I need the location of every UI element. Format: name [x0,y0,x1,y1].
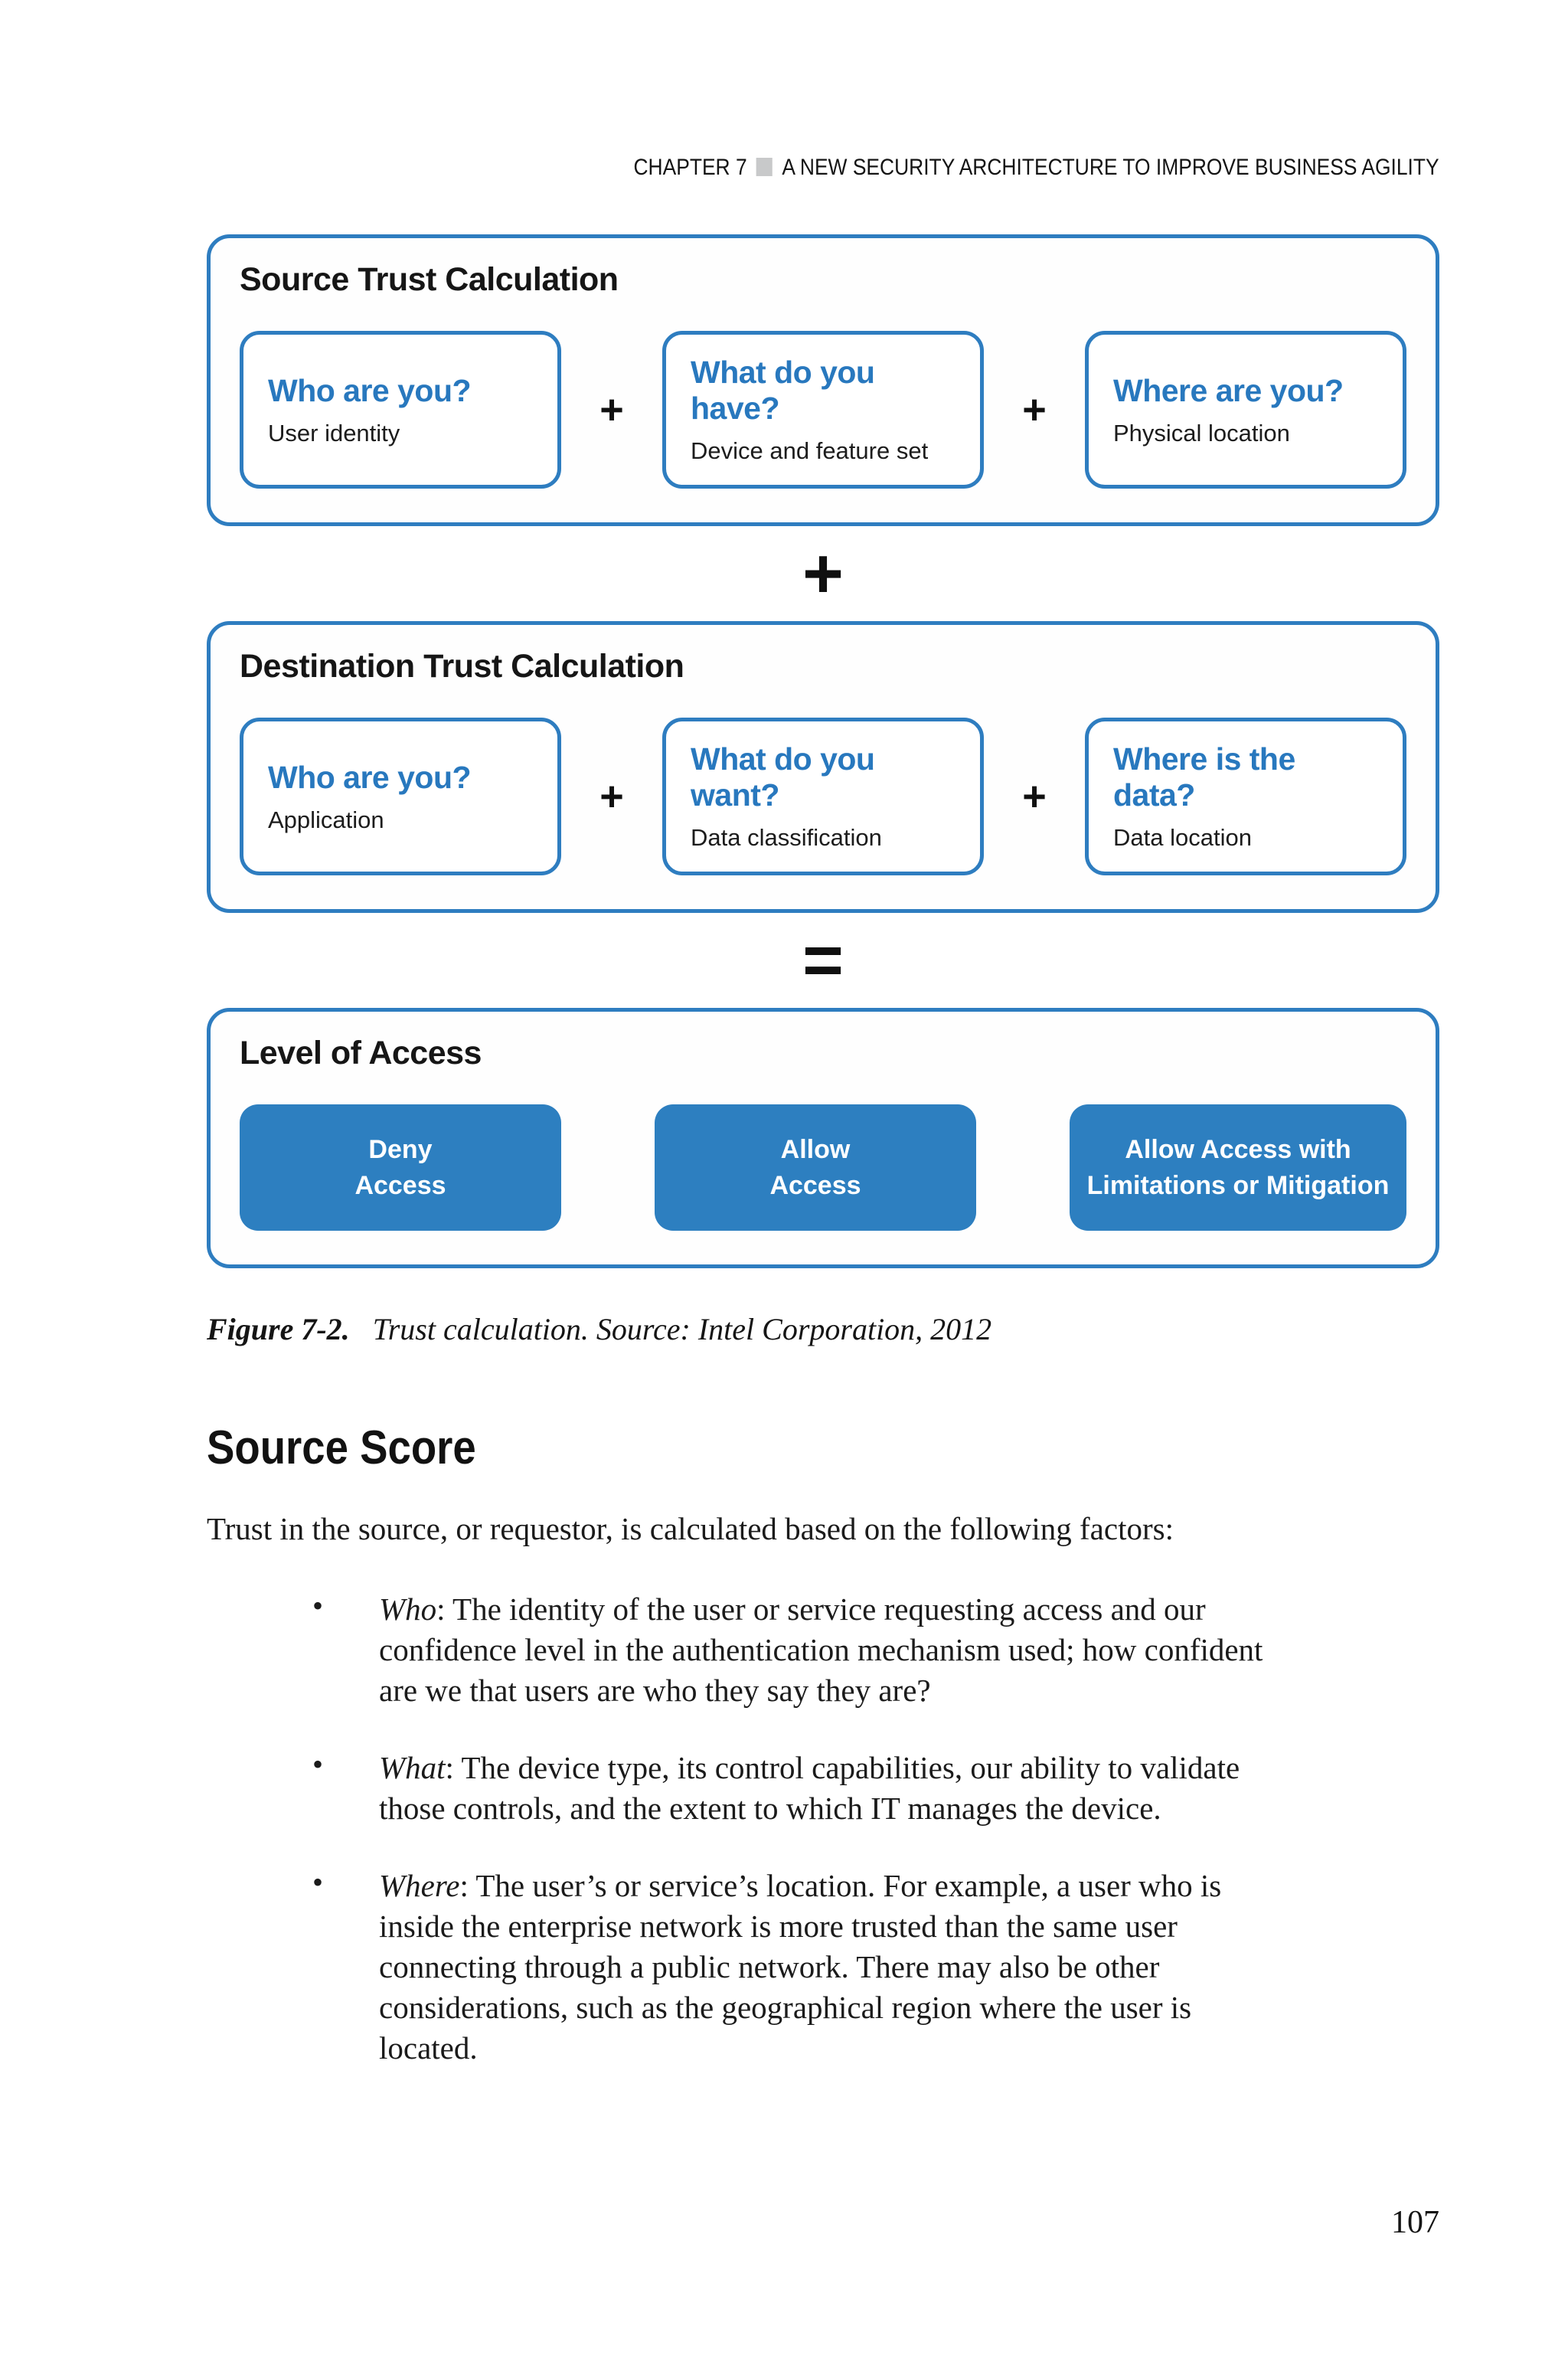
section-intro: Trust in the source, or requestor, is ca… [207,1511,1174,1546]
chapter-label: CHAPTER 7 [633,155,748,180]
page-content: CHAPTER 7 A NEW SECURITY ARCHITECTURE TO … [207,0,1439,2105]
access-option-line: Limitations or Mitigation [1086,1170,1390,1200]
bullet-icon: • [312,1747,324,1781]
panel-destination-trust: Destination Trust Calculation Who are yo… [207,621,1439,913]
bullet-term: Where [379,1868,460,1903]
box-question: Who are you? [268,759,472,795]
plus-operator: + [1022,774,1047,819]
plus-operator: + [1022,387,1047,433]
box-subtitle: Device and feature set [691,437,929,464]
box-question: Where is the data? [1113,741,1295,813]
figure-caption-label: Figure 7-2. [207,1312,350,1346]
equals-operator-large: = [802,921,844,999]
running-head-text: CHAPTER 7 A NEW SECURITY ARCHITECTURE TO … [634,155,1439,181]
chapter-title: A NEW SECURITY ARCHITECTURE TO IMPROVE B… [782,155,1439,180]
bullet-icon: • [312,1588,324,1623]
panel-source-trust-title: Source Trust Calculation [240,261,619,298]
bullet-icon: • [312,1865,324,1899]
bullet-text: What: The device type, its control capab… [379,1748,1290,1829]
box-who-are-you-destination: Who are you? Application [240,718,561,875]
access-option-line: Access [769,1170,861,1200]
panel-source-trust-row: Who are you? User identity + What do you… [240,331,1406,489]
box-where-is-the-data: Where is the data? Data location [1085,718,1406,875]
bullet-list: • Who: The identity of the user or servi… [207,1588,1439,2069]
box-question: What do you want? [691,741,875,813]
panel-level-of-access-title: Level of Access [240,1035,482,1071]
box-question: What do you have? [691,355,875,426]
plus-operator: + [599,774,624,819]
access-option-line: Allow [780,1134,851,1164]
figure-trust-calculation: Source Trust Calculation Who are you? Us… [207,234,1439,1268]
bullet-text: Where: The user’s or service’s location.… [379,1866,1290,2069]
figure-caption: Figure 7-2. Trust calculation. Source: In… [207,1311,1439,1347]
header-separator-square-icon [756,158,773,176]
figure-caption-text: Trust calculation. Source: Intel Corpora… [372,1312,992,1346]
box-subtitle: Data location [1113,824,1252,851]
running-head: CHAPTER 7 A NEW SECURITY ARCHITECTURE TO … [207,155,1439,181]
panel-level-of-access: Level of Access Deny Access Allow Access… [207,1008,1439,1268]
box-subtitle: Application [268,806,384,833]
plus-operator: + [599,387,624,433]
box-where-are-you: Where are you? Physical location [1085,331,1406,489]
bullet-term: What [379,1750,446,1785]
box-question: Where are you? [1113,372,1344,408]
plus-operator-large: + [802,535,844,613]
access-option-line: Access [354,1170,446,1200]
box-subtitle: Physical location [1113,419,1290,446]
bullet-body: : The user’s or service’s location. For … [379,1868,1222,2066]
box-subtitle: Data classification [691,824,882,851]
section-heading: Source Score [207,1421,1439,1475]
box-subtitle: User identity [268,419,400,446]
bullet-term: Who [379,1591,437,1627]
access-option-allow: Allow Access [655,1104,976,1231]
bullet-body: : The device type, its control capabilit… [379,1750,1240,1826]
page-number: 107 [1391,2205,1439,2240]
access-option-deny: Deny Access [240,1104,561,1231]
box-what-do-you-want: What do you want? Data classification [662,718,984,875]
panel-source-trust: Source Trust Calculation Who are you? Us… [207,234,1439,526]
bullet-item-what: • What: The device type, its control cap… [207,1747,1439,1829]
bullet-item-where: • Where: The user’s or service’s locatio… [207,1865,1439,2069]
bullet-text: Who: The identity of the user or service… [379,1589,1290,1711]
panel-destination-trust-title: Destination Trust Calculation [240,648,684,685]
panel-destination-trust-row: Who are you? Application + What do you w… [240,718,1406,875]
bullet-item-who: • Who: The identity of the user or servi… [207,1588,1439,1711]
bullet-body: : The identity of the user or service re… [379,1591,1263,1708]
section-heading-text: Source Score [207,1421,476,1474]
access-option-line: Allow Access with [1125,1134,1351,1164]
box-what-do-you-have: What do you have? Device and feature set [662,331,984,489]
box-question: Who are you? [268,372,472,408]
access-option-allow-with-limitations: Allow Access with Limitations or Mitigat… [1070,1104,1406,1231]
box-who-are-you-source: Who are you? User identity [240,331,561,489]
access-option-line: Deny [368,1134,433,1164]
panel-level-of-access-row: Deny Access Allow Access Allow Access wi… [240,1104,1406,1231]
